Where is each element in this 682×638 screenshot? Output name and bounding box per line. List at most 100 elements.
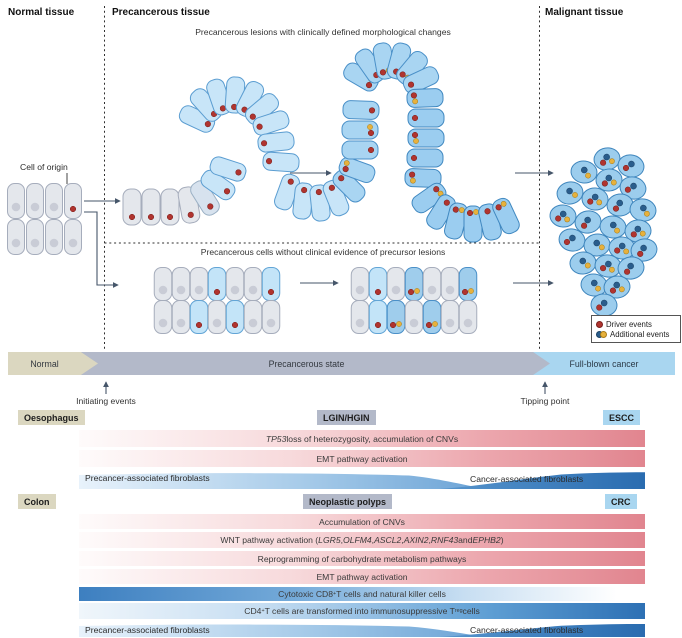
legend-driver-row: Driver events <box>596 320 676 329</box>
cell <box>26 219 44 255</box>
band-colon-cd8: Cytotoxic CD8+ T cells and natural kille… <box>79 587 645 601</box>
tumour-cell <box>549 204 577 228</box>
tumour-cell <box>599 215 627 239</box>
organ-box-colon: Colon <box>18 494 56 509</box>
cell <box>207 267 227 301</box>
band-colon-metab: Reprogramming of carbohydrate metabolism… <box>79 551 645 566</box>
tumour-cell <box>574 210 602 234</box>
band-colon-cd4: CD4+ T cells are transformed into immuno… <box>79 603 645 619</box>
precancerous-lesion-cells <box>122 42 520 243</box>
cancer-fibroblast-wedge <box>439 472 645 489</box>
cell <box>160 188 180 226</box>
timeline-cancer-label: Full-blown cancer <box>569 358 639 369</box>
cancer-box-escc: ESCC <box>603 410 641 425</box>
caption-with-lesions: Precancerous lesions with clinically def… <box>195 27 451 37</box>
tumour-cell <box>558 228 586 252</box>
additional-event-yellow-icon <box>600 331 607 338</box>
precancer-fibroblast-wedge <box>79 624 485 637</box>
cell <box>341 120 379 140</box>
fibroblast-ribbon-colon <box>79 624 645 637</box>
cell <box>404 168 442 188</box>
cell <box>406 88 444 108</box>
cell <box>257 131 295 153</box>
cell <box>64 183 82 219</box>
cell <box>492 197 520 235</box>
tumour-cell <box>617 154 645 178</box>
cell <box>189 300 209 334</box>
initiating-events-label: Initiating events <box>76 396 136 406</box>
cell <box>463 205 483 243</box>
cell <box>153 267 173 301</box>
cell <box>338 157 376 183</box>
cell <box>209 156 247 182</box>
cell <box>26 183 44 219</box>
tumour-cell <box>556 181 584 205</box>
cell <box>350 267 370 301</box>
band-oes-tp53: TP53 loss of heterozygosity, accumulatio… <box>79 430 645 447</box>
lesion-box-lgin-hgin: LGIN/HGIN <box>317 410 376 425</box>
cell <box>458 300 478 334</box>
tipping-point-label: Tipping point <box>520 396 570 406</box>
cell <box>332 169 366 203</box>
cell <box>171 300 191 334</box>
cell <box>7 219 25 255</box>
tumour-cell <box>617 256 645 280</box>
tumour-cell <box>624 219 652 243</box>
cell <box>458 267 478 301</box>
cell <box>261 267 281 301</box>
dashed-dividers <box>104 6 540 351</box>
legend-driver-label: Driver events <box>606 320 652 329</box>
tumour-cell <box>594 254 622 278</box>
organ-box-oesophagus: Oesophagus <box>18 410 85 425</box>
header-malignant-tissue: Malignant tissue <box>545 7 624 18</box>
cell <box>422 267 442 301</box>
tumour-cell <box>569 251 597 275</box>
lesion-box-neoplastic-polyps: Neoplastic polyps <box>303 494 393 509</box>
cell <box>261 300 281 334</box>
tumour-cell <box>619 176 647 200</box>
timeline-normal-segment: Normal <box>8 352 98 375</box>
timeline-precancerous-label: Precancerous state <box>268 358 345 369</box>
cell <box>342 100 380 120</box>
band-colon-cnv: Accumulation of CNVs <box>79 514 645 529</box>
precancerous-cells-no-precursor <box>153 267 478 334</box>
tumour-cell <box>608 236 636 260</box>
malignant-tumour-cells <box>549 147 658 317</box>
cancer-box-crc: CRC <box>605 494 637 509</box>
cell <box>386 267 406 301</box>
legend: Driver events Additional events <box>591 315 681 343</box>
tumour-cell <box>580 273 608 297</box>
cell <box>45 183 63 219</box>
tumour-cell <box>570 160 598 184</box>
tumour-cell <box>603 275 631 299</box>
cell <box>243 267 263 301</box>
cell <box>207 300 227 334</box>
timeline-cancer-segment: Full-blown cancer <box>533 352 675 375</box>
cell <box>350 300 370 334</box>
cell-of-origin-label: Cell of origin <box>20 162 68 172</box>
cell <box>171 267 191 301</box>
cell <box>368 300 388 334</box>
band-colon-emt: EMT pathway activation <box>79 569 645 584</box>
cell <box>153 300 173 334</box>
tumour-cell <box>581 187 609 211</box>
cell <box>404 267 424 301</box>
cell <box>341 140 379 160</box>
precancer-fibroblast-wedge <box>79 473 485 489</box>
tumour-cell <box>630 238 658 262</box>
cell <box>141 188 161 226</box>
timeline-precancerous-segment: Precancerous state <box>80 352 550 375</box>
cell <box>407 108 445 128</box>
cell <box>402 66 440 94</box>
oes-fibro-left-label: Precancer-associated fibroblasts <box>85 473 210 483</box>
normal-tissue-cells <box>7 173 82 255</box>
cell <box>225 267 245 301</box>
driver-event-icon <box>596 321 603 328</box>
band-colon-wnt: WNT pathway activation (LGR5, OLFM4, ASC… <box>79 532 645 548</box>
header-normal-tissue: Normal tissue <box>8 7 75 18</box>
cell <box>243 300 263 334</box>
tumour-cell <box>583 233 611 257</box>
cell <box>225 300 245 334</box>
band-oes-emt: EMT pathway activation <box>79 450 645 467</box>
